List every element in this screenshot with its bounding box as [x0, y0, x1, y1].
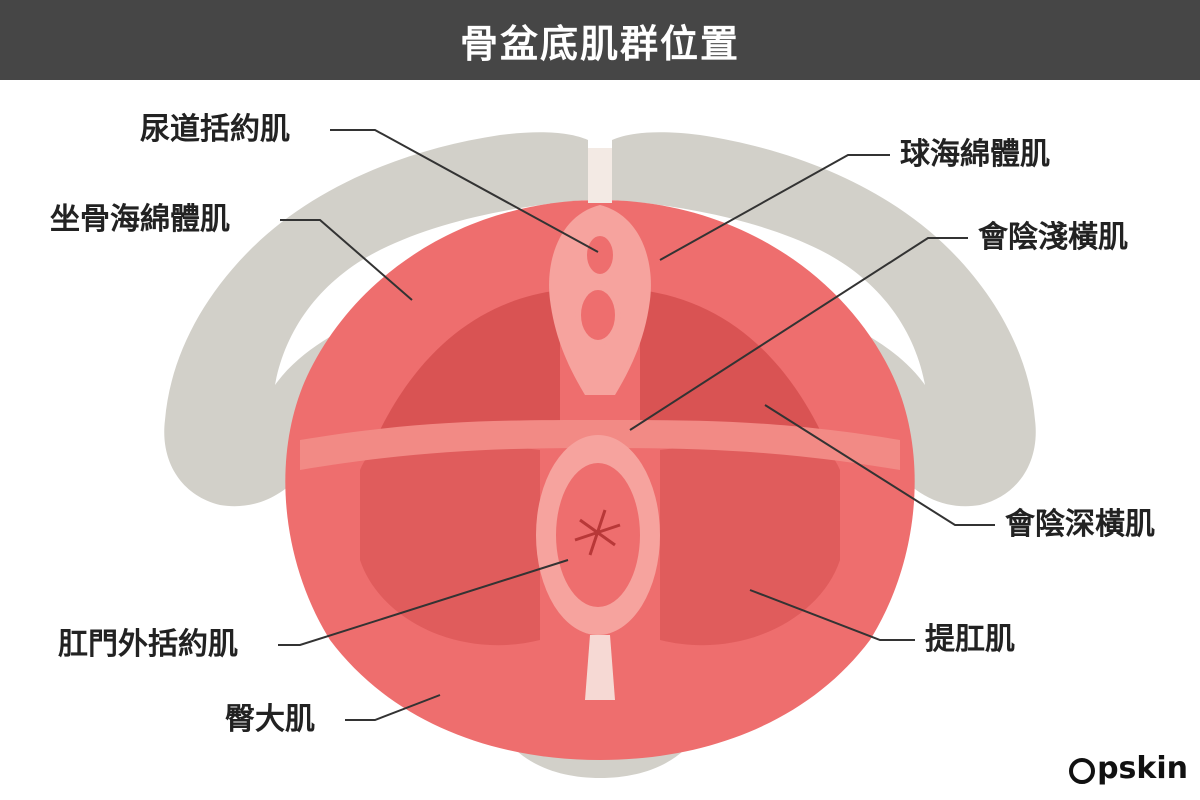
label-levator-ani: 提肛肌	[925, 622, 1015, 657]
leader-superficial-transverse	[629, 237, 968, 431]
page-title: 骨盆底肌群位置	[459, 21, 740, 66]
inner-muscle-left	[380, 290, 560, 430]
leader-deep-transverse	[764, 404, 995, 526]
anus-mark	[574, 509, 621, 556]
top-ligament	[588, 148, 612, 203]
muscle-group	[285, 148, 915, 760]
leader-lines	[278, 129, 995, 721]
label-deep-transverse: 會陰深橫肌	[1005, 507, 1155, 542]
leader-levator-ani	[749, 589, 915, 641]
brand-text: pskin	[1097, 751, 1188, 786]
label-anal-sphincter: 肛門外括約肌	[58, 627, 238, 662]
label-gluteus: 臀大肌	[225, 702, 315, 737]
urethral-opening	[581, 230, 619, 280]
right-pelvic-bone	[612, 132, 1036, 507]
label-bulbospongiosus: 球海綿體肌	[900, 137, 1050, 172]
label-superficial-transverse: 會陰淺橫肌	[978, 220, 1128, 255]
title-bar: 骨盆底肌群位置	[0, 0, 1200, 80]
label-ischiocavernosus: 坐骨海綿體肌	[50, 202, 230, 237]
vaginal-opening	[575, 284, 621, 346]
leader-ischiocavernosus	[280, 219, 413, 301]
leader-anal-sphincter	[278, 559, 569, 646]
levator-right-shape	[660, 437, 840, 646]
levator-left-shape	[360, 437, 540, 646]
label-urethral-sphincter: 尿道括約肌	[140, 112, 290, 147]
leader-urethral-sphincter	[330, 129, 599, 253]
leader-bulbospongiosus	[659, 154, 890, 261]
leader-gluteus	[345, 694, 441, 721]
left-pelvic-bone	[164, 132, 588, 507]
brand-mark-icon	[1069, 757, 1096, 784]
brand-logo: pskin	[1069, 751, 1188, 786]
anococcygeal-ligament	[585, 635, 615, 700]
